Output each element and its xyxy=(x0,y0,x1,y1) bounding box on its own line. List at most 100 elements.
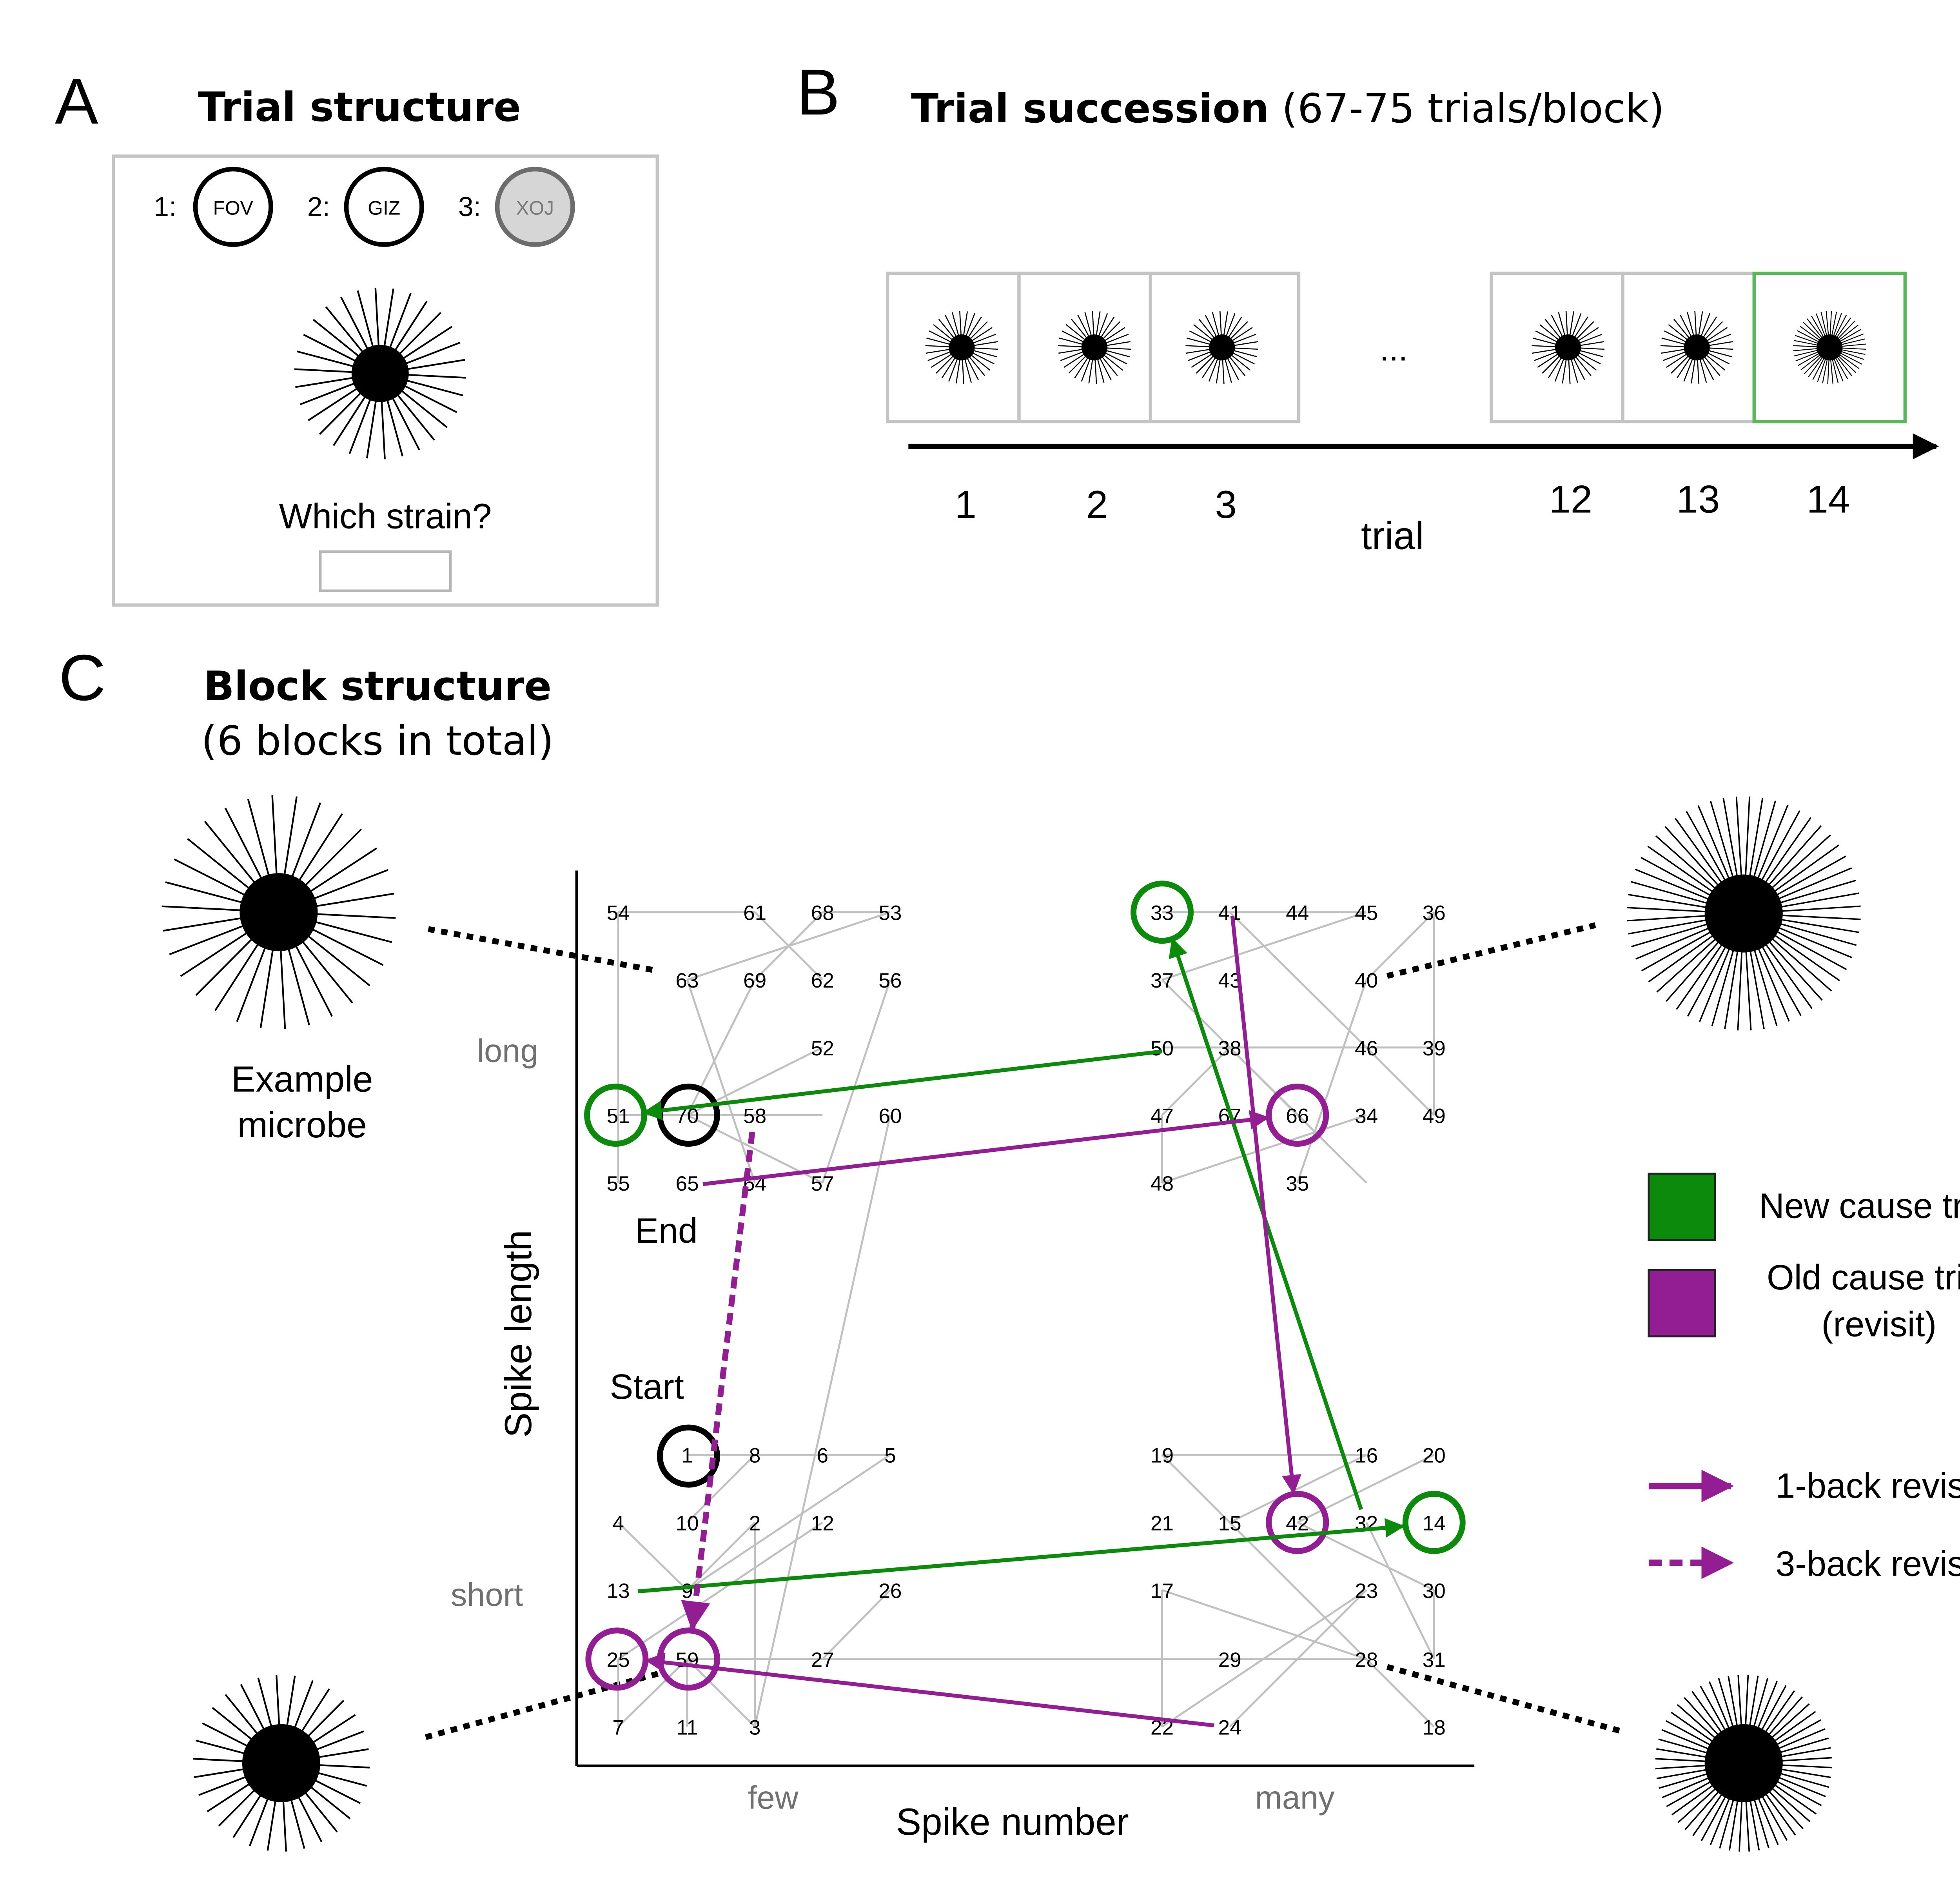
trial-label: 29 xyxy=(1218,1649,1241,1672)
trial-label: 31 xyxy=(1423,1649,1446,1672)
trial-label: 46 xyxy=(1355,1037,1378,1060)
trial-label: 44 xyxy=(1286,902,1309,925)
example-microbe-few-long xyxy=(162,795,396,1030)
trial-label: 68 xyxy=(811,902,834,925)
legend-old-cause-swatch xyxy=(1648,1269,1716,1338)
option-2-code: GIZ xyxy=(368,197,400,219)
trial-ellipsis: ... xyxy=(1379,330,1408,368)
panel-b-title: Trial succession (67-75 trials/block) xyxy=(911,85,1664,132)
trial-microbe-14 xyxy=(1793,311,1866,384)
legend-new-cause-label: New cause trial xyxy=(1759,1186,1960,1226)
legend: New cause trial Old cause trial (revisit… xyxy=(1648,1173,1960,1583)
panel-c-letter: C xyxy=(59,642,106,714)
trial-label: 52 xyxy=(811,1037,834,1060)
trial-label: 7 xyxy=(612,1716,624,1739)
trial-label: 38 xyxy=(1218,1037,1241,1060)
panel-b-title-bold: Trial succession xyxy=(911,85,1269,132)
trial-sequence-lines xyxy=(617,911,1435,1728)
trial-label: 37 xyxy=(1151,969,1174,992)
trial-label: 24 xyxy=(1218,1716,1241,1739)
option-2-number: 2: xyxy=(307,191,330,222)
trial-label: 57 xyxy=(811,1172,834,1195)
trial-label: 50 xyxy=(1151,1037,1174,1060)
trial-number-13: 13 xyxy=(1677,478,1720,521)
trial-label: 53 xyxy=(878,902,902,925)
trial-label: 17 xyxy=(1151,1580,1174,1603)
trial-label: 36 xyxy=(1423,902,1446,925)
panel-b-letter: B xyxy=(797,56,840,129)
y-tick-short: short xyxy=(451,1576,523,1613)
trial-number-14: 14 xyxy=(1807,478,1850,521)
new-cause-arrow-50-to-51 xyxy=(642,1049,1163,1120)
trial-label: 42 xyxy=(1286,1512,1309,1535)
y-axis-label: Spike length xyxy=(497,1230,539,1438)
trial-label: 26 xyxy=(878,1580,902,1603)
panel-c-subtitle: (6 blocks in total) xyxy=(201,717,554,764)
trial-label: 4 xyxy=(612,1512,624,1535)
option-3-circle xyxy=(495,167,575,247)
panel-a-letter: A xyxy=(55,65,98,138)
example-label-line-1: Example xyxy=(231,1059,373,1100)
trial-label: 2 xyxy=(749,1512,761,1535)
legend-old-cause-label-line-2: (revisit) xyxy=(1822,1305,1937,1344)
trial-microbe-2 xyxy=(1058,311,1131,384)
trial-label: 55 xyxy=(607,1172,630,1195)
trial-label: 62 xyxy=(811,969,834,992)
example-microbe-many-long xyxy=(1626,796,1861,1031)
response-box xyxy=(319,550,452,592)
x-tick-many: many xyxy=(1255,1779,1335,1816)
option-1-number: 1: xyxy=(154,191,176,222)
x-axis-label: Spike number xyxy=(896,1801,1129,1843)
trial-label: 39 xyxy=(1423,1037,1446,1060)
microbe-stimulus xyxy=(294,287,466,459)
connector-dotted-line xyxy=(428,926,658,974)
trial-label: 3 xyxy=(749,1716,761,1739)
trial-label: 10 xyxy=(676,1512,699,1535)
trial-screen-frame xyxy=(112,154,659,607)
trial-label: 27 xyxy=(811,1649,834,1672)
trial-microbe-12 xyxy=(1532,311,1605,384)
trial-label: 28 xyxy=(1355,1649,1378,1672)
trial-microbe-13 xyxy=(1660,311,1733,384)
trial-label: 56 xyxy=(878,969,902,992)
trial-label: 40 xyxy=(1355,969,1378,992)
panel-b-title-rest: (67-75 trials/block) xyxy=(1269,85,1664,132)
example-microbe-many-short xyxy=(1655,1674,1832,1852)
trial-label: 19 xyxy=(1151,1444,1174,1467)
legend-old-cause-label-line-1: Old cause trial xyxy=(1767,1258,1960,1297)
trial-label: 60 xyxy=(878,1104,902,1128)
panel-b: B Trial succession (67-75 trials/block) … xyxy=(797,56,1939,558)
trial-label: 5 xyxy=(884,1444,896,1467)
panel-c: C Block structure (6 blocks in total) Ex… xyxy=(59,642,1960,1852)
trial-label: 34 xyxy=(1355,1104,1378,1128)
new-cause-highlight-33 xyxy=(1131,881,1194,944)
trial-label: 14 xyxy=(1423,1512,1446,1535)
one-back-arrow-24-to-25 xyxy=(645,1652,1214,1728)
trial-label: 61 xyxy=(743,902,766,925)
trial-number-2: 2 xyxy=(1086,483,1108,527)
option-2-circle xyxy=(344,167,424,247)
end-label: End xyxy=(635,1211,697,1250)
panel-a: A Trial structure 1: FOV 2: GIZ 3: XOJ W… xyxy=(55,65,659,607)
trial-label: 69 xyxy=(743,969,766,992)
panel-a-title: Trial structure xyxy=(198,84,521,131)
example-label-line-2: microbe xyxy=(237,1104,367,1145)
trial-label: 45 xyxy=(1355,902,1378,925)
trial-label: 65 xyxy=(676,1172,699,1195)
panel-c-title: Block structure xyxy=(203,663,552,710)
new-cause-highlight-14 xyxy=(1402,1491,1466,1554)
trial-label: 21 xyxy=(1151,1512,1174,1535)
connector-dotted-line xyxy=(1386,1664,1625,1735)
trial-number-labels: 54 61 68 53 33 41 44 45 36 63 69 62 56 3… xyxy=(607,902,1446,1739)
trial-label: 48 xyxy=(1151,1172,1174,1195)
option-3-code: XOJ xyxy=(516,197,554,219)
trial-frame-3 xyxy=(1149,271,1301,423)
trial-number-12: 12 xyxy=(1549,478,1592,521)
trial-label: 41 xyxy=(1218,902,1241,925)
trial-label: 1 xyxy=(681,1444,693,1467)
trial-label: 47 xyxy=(1151,1104,1174,1128)
trial-label: 8 xyxy=(749,1444,761,1467)
trial-label: 13 xyxy=(607,1580,630,1603)
start-label: Start xyxy=(610,1367,684,1406)
